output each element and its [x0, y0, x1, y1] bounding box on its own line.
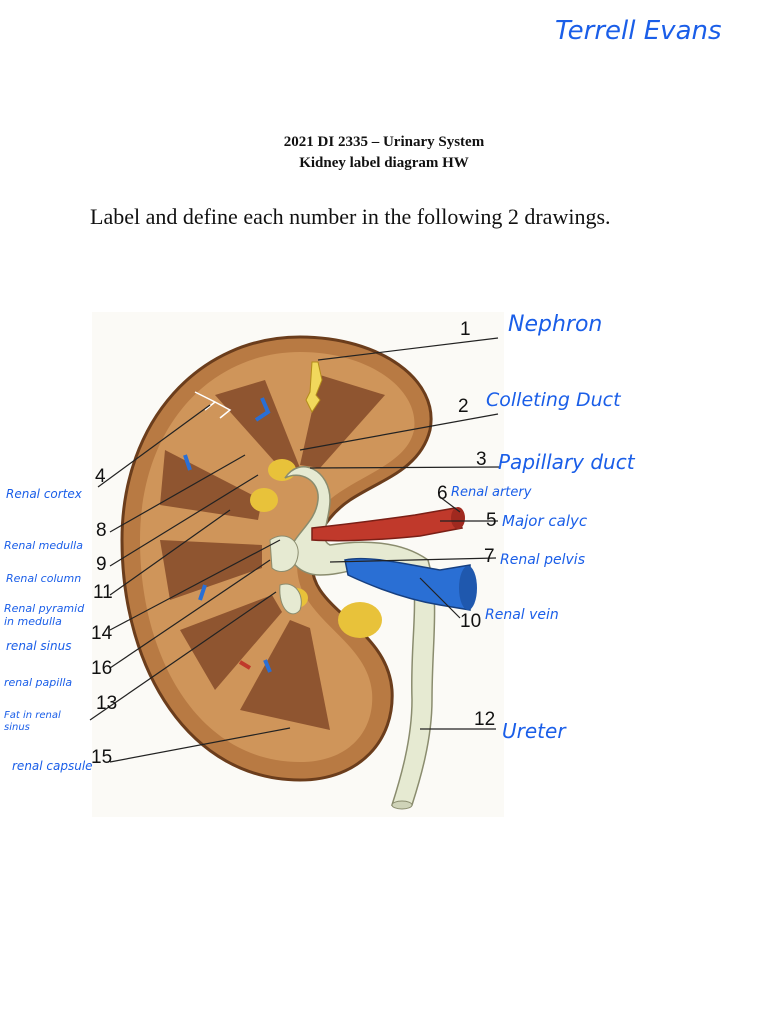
leader-16 [109, 559, 271, 669]
label-number-11: 11 [93, 582, 113, 603]
pyramid-top [215, 380, 300, 470]
answer-15: renal capsule [12, 759, 93, 773]
answer-4: Renal cortex [6, 487, 82, 501]
pyramid-bottom [240, 620, 330, 730]
sinus-fat-4 [338, 602, 382, 638]
answer-13: Fat in renal sinus [4, 710, 61, 733]
pyramid-left-upper [160, 450, 262, 520]
student-name: Terrell Evans [555, 16, 722, 46]
course-title: 2021 DI 2335 – Urinary System [283, 134, 485, 150]
answer-5: Major calyc [502, 512, 588, 530]
answer-16: renal papilla [4, 676, 73, 689]
answer-10: Renal vein [485, 607, 559, 623]
pyramid-left-lower [180, 595, 282, 690]
renal-artery [311, 507, 463, 542]
label-number-13: 13 [96, 693, 118, 714]
pyramid-left-mid [160, 540, 262, 600]
answer-9: Renal column [6, 572, 82, 585]
answer-1: Nephron [508, 312, 603, 337]
label-number-8: 8 [96, 520, 107, 541]
answer-12: Ureter [502, 719, 566, 743]
label-number-7: 7 [484, 546, 495, 567]
leader-9 [109, 474, 259, 567]
leader-6 [439, 496, 461, 513]
minor-calyx-lower [279, 583, 302, 615]
label-number-1: 1 [460, 319, 471, 340]
answer-11: Renal pyramid in medulla [4, 602, 85, 628]
leader-3 [309, 466, 501, 469]
leader-4 [97, 404, 211, 488]
renal-artery-end [451, 507, 465, 529]
label-number-4: 4 [95, 466, 106, 487]
leader-13 [89, 591, 277, 721]
leader-2 [299, 413, 499, 451]
label-number-6: 6 [437, 483, 448, 504]
leader-11 [109, 509, 231, 596]
minor-calyx [269, 535, 299, 572]
nephron-drawing [305, 361, 323, 413]
answer-14: renal sinus [6, 639, 72, 653]
answer-8: Renal medulla [4, 539, 83, 552]
leader-14 [109, 539, 281, 631]
interlobar-vessel-4 [238, 660, 252, 670]
label-number-9: 9 [96, 554, 107, 575]
leader-7 [329, 557, 497, 563]
label-number-3: 3 [476, 449, 487, 470]
label-number-10: 10 [460, 611, 482, 632]
leader-10 [419, 577, 461, 619]
sinus-fat-2 [250, 488, 278, 512]
label-number-5: 5 [486, 510, 497, 531]
label-number-2: 2 [458, 396, 469, 417]
label-number-14: 14 [91, 623, 113, 644]
label-number-16: 16 [91, 658, 113, 679]
interlobar-vessel-3 [198, 584, 207, 601]
answer-7: Renal pelvis [500, 552, 585, 568]
pyramid-top-right [300, 375, 385, 468]
answer-2: Colleting Duct [486, 389, 621, 411]
label-number-15: 15 [91, 747, 113, 768]
interlobar-vessel-2 [183, 454, 192, 471]
answer-3: Papillary duct [498, 450, 635, 474]
leader-lines [89, 337, 501, 763]
leader-15 [109, 727, 291, 763]
leader-8 [109, 454, 246, 533]
answer-6: Renal artery [451, 485, 532, 500]
interlobar-vessel-1 [254, 397, 271, 422]
assignment-title: Kidney label diagram HW [299, 155, 469, 171]
label-number-12: 12 [474, 709, 496, 730]
ureter-opening [391, 800, 413, 810]
cortex-bracket [194, 391, 232, 419]
renal-vein-end [459, 566, 477, 610]
leader-1 [317, 337, 499, 361]
interlobar-vessel-5 [263, 659, 272, 673]
instructions: Label and define each number in the foll… [90, 204, 611, 229]
